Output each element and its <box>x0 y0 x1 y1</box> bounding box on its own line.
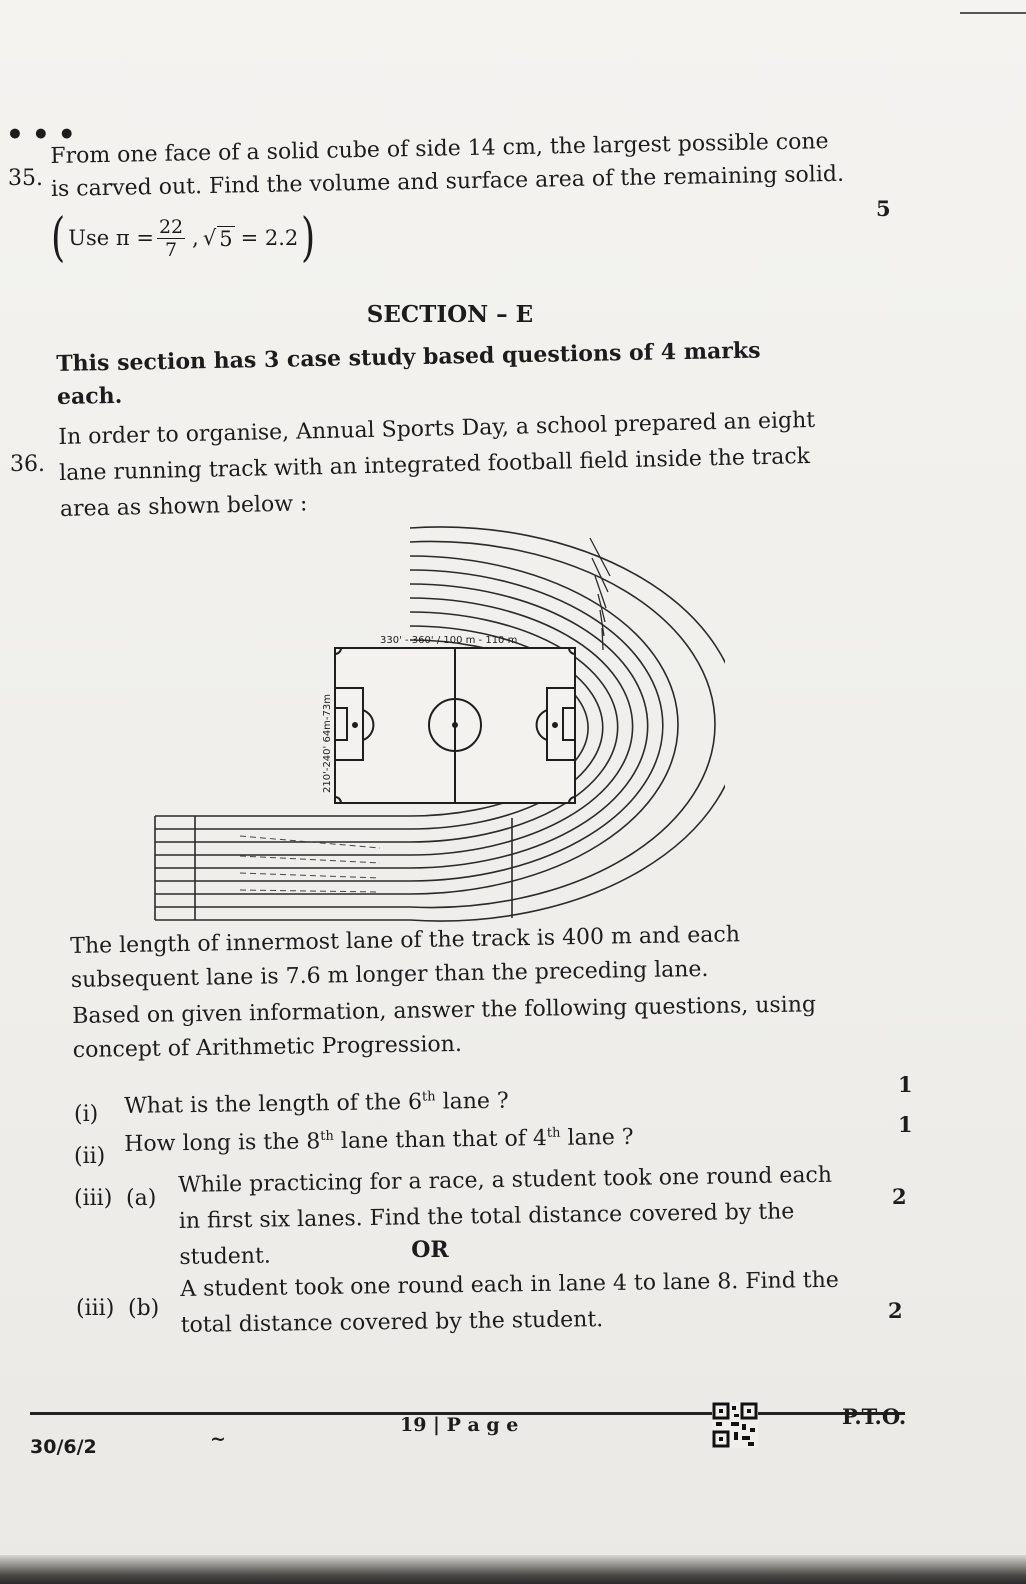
q36-ii-text-c: lane ? <box>560 1124 634 1151</box>
lane-tick <box>589 537 611 577</box>
q36-iiib-sub: (b) <box>128 1296 160 1321</box>
left-goal-box <box>334 707 348 741</box>
q36-ii-text-b: lane than that of 4 <box>333 1126 548 1155</box>
q36-iiib-label: (iii) <box>76 1296 115 1321</box>
stagger-line <box>239 889 381 893</box>
corner-arc <box>568 796 576 804</box>
field-center-spot <box>452 722 458 728</box>
right-goal-box <box>562 707 576 741</box>
q36-iiia-label: (iii) <box>74 1186 113 1211</box>
bullet-dots: ••• <box>6 118 84 151</box>
q36-para1: The length of innermost lane of the trac… <box>70 922 741 993</box>
corner-arc <box>334 647 342 655</box>
sqrt-symbol: √ <box>202 226 217 250</box>
q35-marks: 5 <box>876 196 891 221</box>
q36-ii-sup1: th <box>320 1128 334 1144</box>
q36-iiia-text: While practicing for a race, a student t… <box>178 1162 833 1270</box>
q35-pi-note: ( Use π = 22 7 , √ 5 = 2.2 ) <box>48 212 319 264</box>
football-field <box>334 647 576 804</box>
corner-arc <box>568 647 576 655</box>
right-penalty-spot <box>552 722 558 728</box>
sqrt-value: = 2.2 <box>240 226 299 250</box>
left-penalty-arc <box>362 709 375 741</box>
close-paren-icon: ) <box>301 208 316 268</box>
right-penalty-arc <box>535 709 548 741</box>
photo-bottom-shadow <box>0 1555 1026 1584</box>
track-lanes <box>154 526 725 922</box>
q36-iiia-marks: 2 <box>892 1184 907 1209</box>
track-lane <box>155 555 679 895</box>
pi-fraction: 22 7 <box>156 215 186 261</box>
corner-arc <box>334 796 342 804</box>
lane-tick <box>597 593 606 623</box>
lane-tick <box>599 609 605 637</box>
q36-ii-marks: 1 <box>898 1112 913 1137</box>
q36-i-text-a: What is the length of the 6 <box>124 1089 423 1119</box>
sqrt-argument: 5 <box>217 225 235 251</box>
stagger-line <box>239 835 381 849</box>
open-paren-icon: ( <box>51 208 66 268</box>
track-lane <box>155 611 619 843</box>
q36-iiia-sub: (a) <box>126 1186 157 1211</box>
q36-number: 36. <box>10 452 45 477</box>
track-lane <box>155 569 664 882</box>
q36-ii-sup2: th <box>546 1125 561 1141</box>
q36-i-text: What is the length of the 6th lane ? <box>124 1085 509 1123</box>
q36-intro: In order to organise, Annual Sports Day,… <box>58 407 816 522</box>
q36-iiib-text: A student took one round each in lane 4 … <box>180 1267 840 1338</box>
footer-rule <box>30 1412 905 1415</box>
field-width-label: 210'-240' 64m-73m <box>322 694 333 793</box>
lane-ticks <box>589 537 611 651</box>
stagger-line <box>239 872 381 879</box>
page-edge-line <box>960 12 1026 14</box>
please-turn-over: P.T.O. <box>842 1404 907 1429</box>
field-center-circle <box>428 698 482 752</box>
stagger-line <box>239 855 381 864</box>
track-lane <box>155 540 716 909</box>
field-length-label: 330' - 360' / 100 m - 110 m <box>380 635 517 646</box>
q36-ii-text-a: How long is the 8 <box>124 1129 321 1157</box>
q36-i-marks: 1 <box>898 1072 913 1097</box>
paper-code: 30/6/2 <box>30 1436 97 1458</box>
q35-text: From one face of a solid cube of side 14… <box>50 129 845 202</box>
q36-i-text-b: lane ? <box>435 1088 509 1115</box>
running-track-figure: 330' - 360' / 100 m - 110 m 210'-240' 64… <box>154 526 725 922</box>
qr-code-icon <box>712 1402 758 1448</box>
q36-iiib-marks: 2 <box>888 1298 903 1323</box>
lane-tick <box>591 557 609 593</box>
section-subtitle: This section has 3 case study based ques… <box>56 337 761 410</box>
left-penalty-spot <box>352 722 358 728</box>
pi-numerator: 22 <box>156 215 186 239</box>
track-lane-outer <box>155 526 725 922</box>
track-lane-inner <box>155 625 604 830</box>
q35-number: 35. <box>8 166 43 191</box>
q36-i-sup: th <box>421 1089 436 1105</box>
q36-ii-label: (ii) <box>74 1144 106 1169</box>
or-divider: OR <box>411 1237 449 1263</box>
section-title: SECTION – E <box>366 301 534 328</box>
separator-comma: , <box>192 226 199 250</box>
use-pi-label: Use π = <box>68 226 154 250</box>
page-number: 19 | P a g e <box>400 1414 519 1436</box>
q36-para2: Based on given information, answer the f… <box>72 992 817 1063</box>
q36-i-label: (i) <box>74 1102 99 1127</box>
pi-denominator: 7 <box>165 238 178 261</box>
lane-tick <box>594 575 607 609</box>
q36-ii-text: How long is the 8th lane than that of 4t… <box>124 1121 634 1161</box>
lane-tick <box>601 627 604 651</box>
track-lane <box>155 597 634 856</box>
stagger-lines <box>239 835 381 893</box>
footer-tilde: ~ <box>210 1428 226 1450</box>
